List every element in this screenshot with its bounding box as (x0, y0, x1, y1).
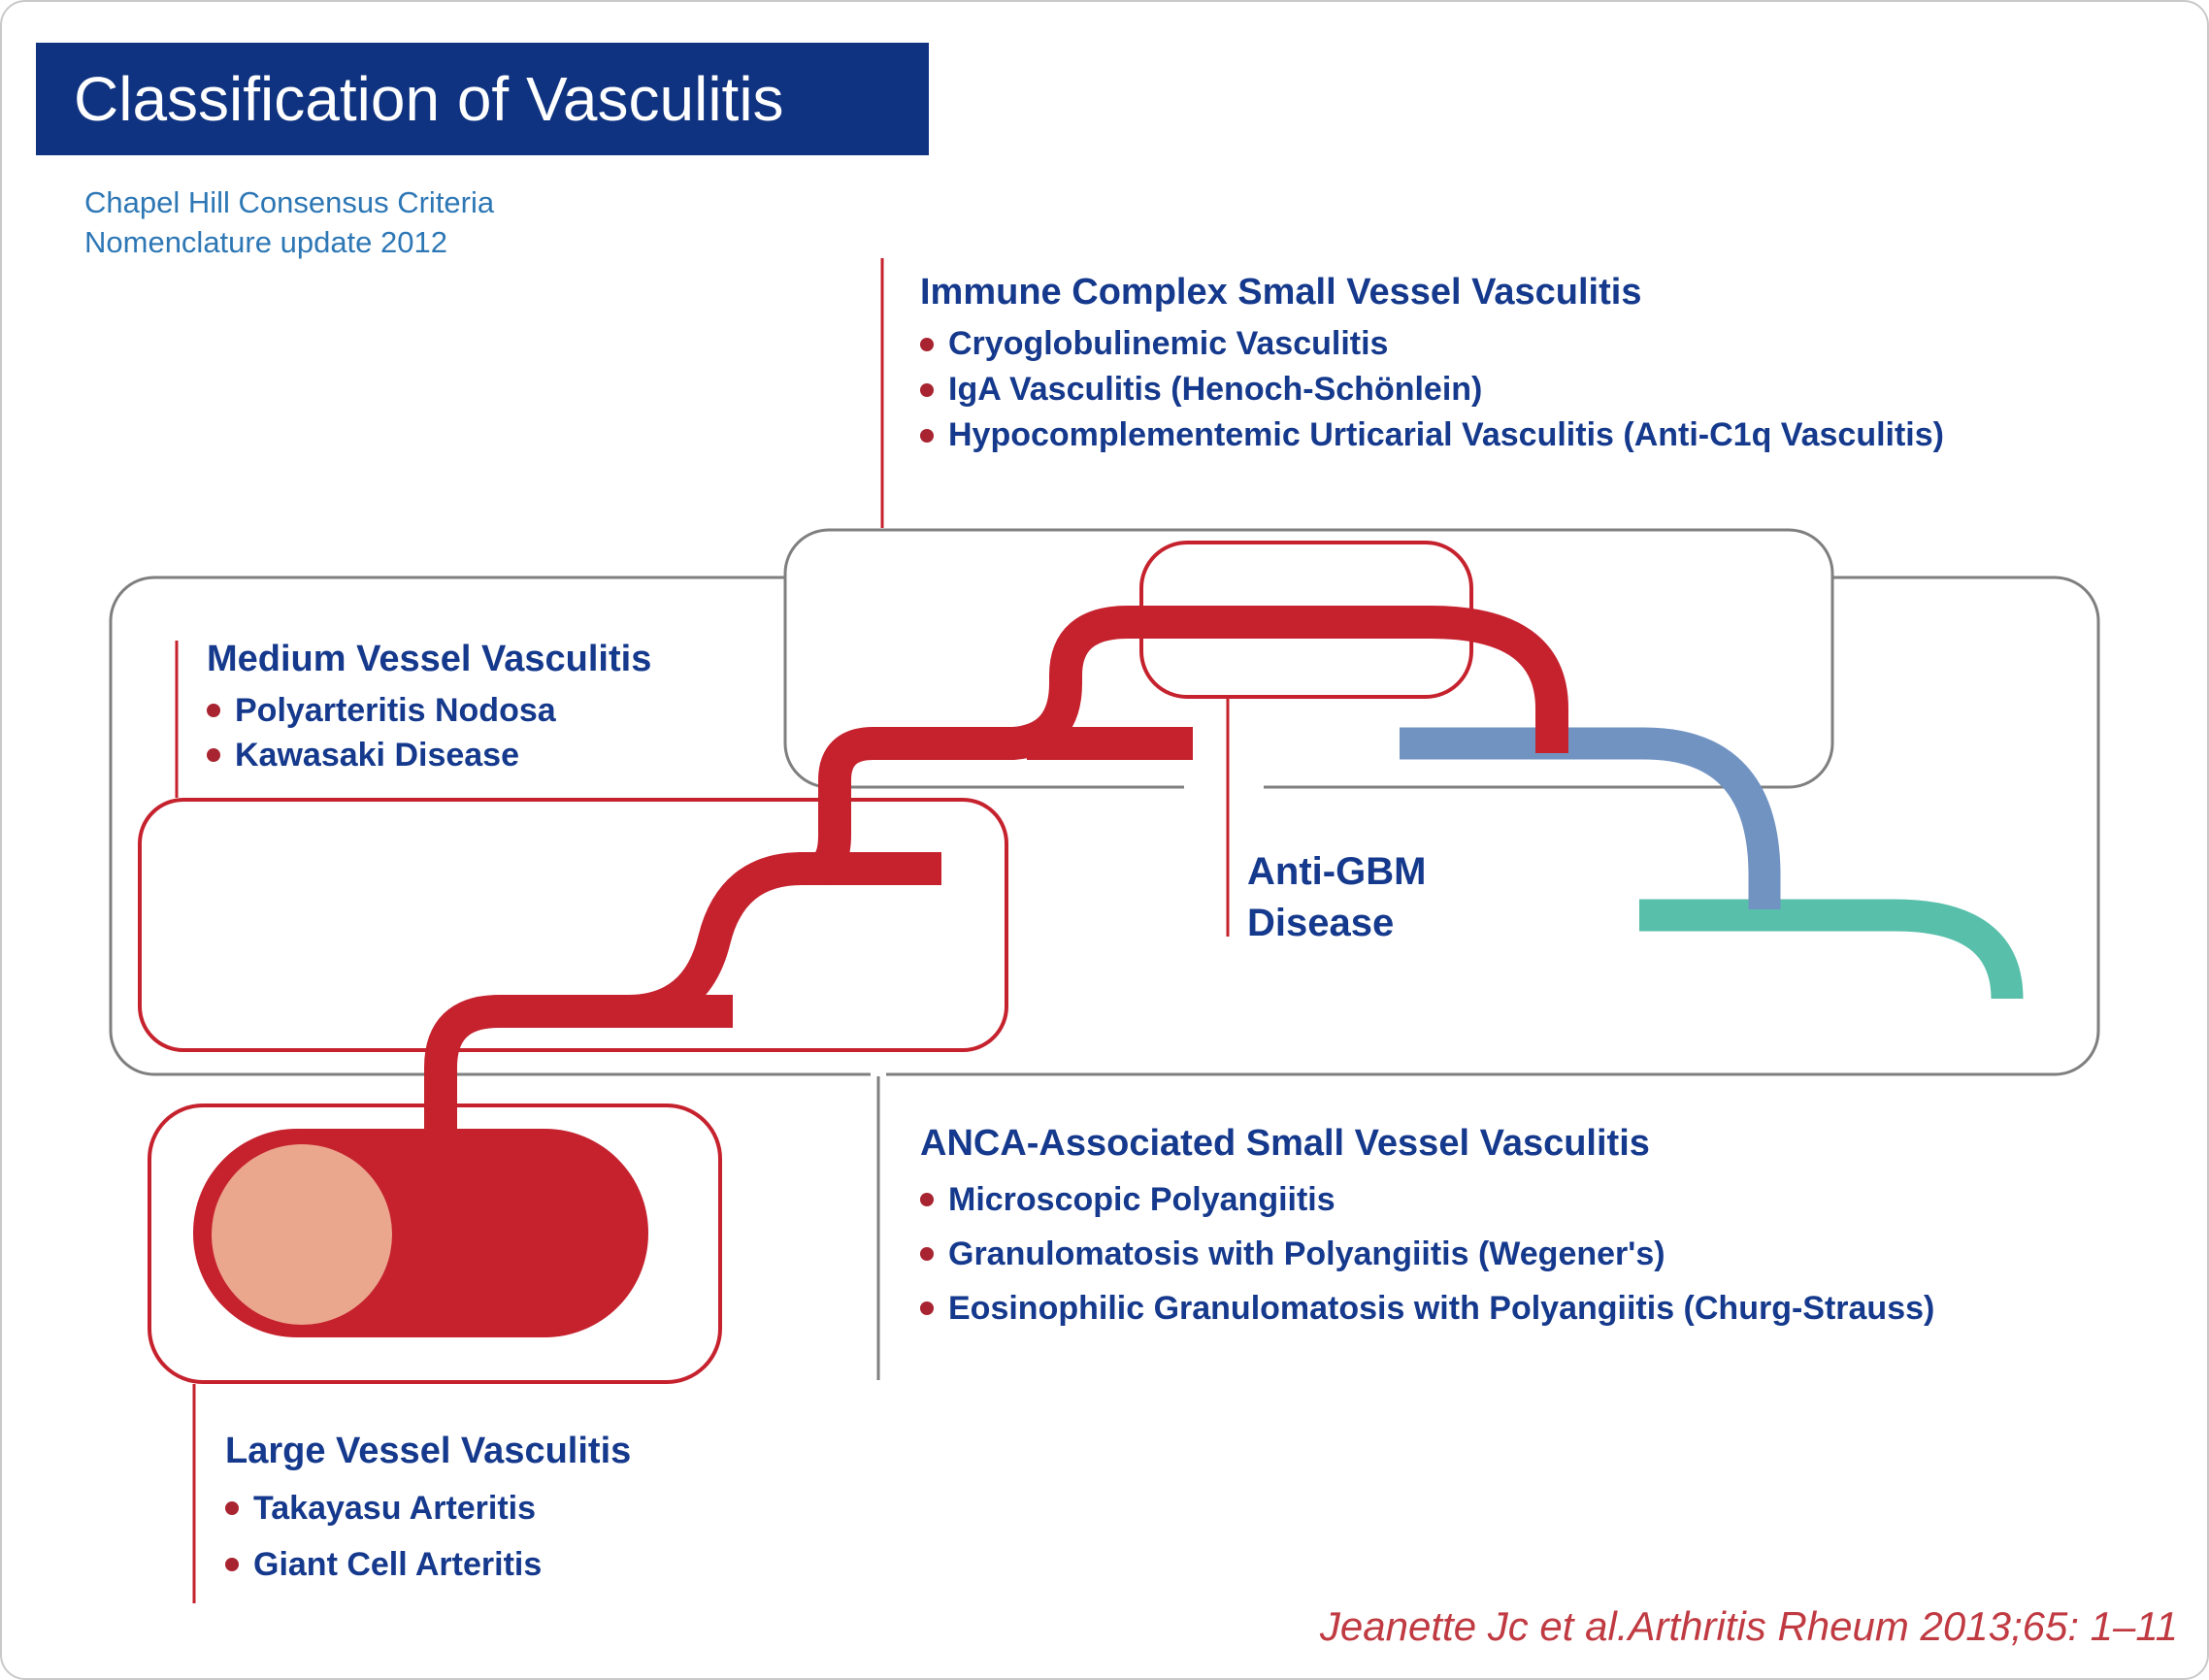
vessel-lumen-circle (212, 1144, 392, 1325)
list-item: Kawasaki Disease (207, 733, 651, 777)
subtitle: Chapel Hill Consensus Criteria Nomenclat… (84, 182, 494, 262)
medium-vessel-heading: Medium Vessel Vasculitis (207, 639, 652, 679)
medium-vessel-region-box (109, 576, 2100, 1076)
title-band: Classification of Vasculitis (36, 43, 929, 155)
small-vessel-region-box (783, 528, 1834, 789)
page-title: Classification of Vasculitis (74, 64, 784, 134)
list-item: Hypocomplementemic Urticarial Vasculitis… (920, 412, 1944, 458)
medium-vessel-capsule-box (138, 798, 1008, 1052)
section-anca: ANCA-Associated Small Vessel Vasculitis … (920, 1123, 1934, 1335)
section-medium-vessel: Medium Vessel Vasculitis Polyarteritis N… (207, 639, 651, 777)
bullet-dot-icon (225, 1501, 239, 1515)
subtitle-line-2: Nomenclature update 2012 (84, 225, 447, 259)
citation: Jeanette Jc et al.Arthritis Rheum 2013;6… (1319, 1603, 2178, 1649)
bullet-dot-icon (207, 704, 220, 717)
list-item: Cryoglobulinemic Vasculitis (920, 321, 1944, 367)
anti-gbm-line-2: Disease (1247, 902, 1395, 944)
anca-heading: ANCA-Associated Small Vessel Vasculitis (920, 1123, 1650, 1164)
vein-blue-vessel (1400, 727, 1781, 909)
bullet-dot-icon (920, 1301, 934, 1315)
list-item-label: IgA Vasculitis (Henoch-Schönlein) (948, 371, 1483, 408)
list-item-label: Cryoglobulinemic Vasculitis (948, 325, 1389, 362)
bullet-dot-icon (225, 1558, 239, 1571)
list-item-label: Eosinophilic Granulomatosis with Polyang… (948, 1289, 1935, 1327)
section-large-vessel: Large Vessel Vasculitis Takayasu Arterit… (225, 1431, 631, 1593)
anti-gbm-line-1: Anti-GBM (1247, 850, 1427, 893)
list-item: Granulomatosis with Polyangiitis (Wegene… (920, 1227, 1934, 1281)
anti-gbm-label: Anti-GBM Disease (1247, 846, 1426, 949)
subtitle-line-1: Chapel Hill Consensus Criteria (84, 185, 495, 219)
list-item: Takayasu Arteritis (225, 1480, 631, 1536)
section-immune-complex: Immune Complex Small Vessel Vasculitis C… (920, 272, 1944, 458)
artery-main-vessel (424, 606, 1568, 1153)
list-item-label: Hypocomplementemic Urticarial Vasculitis… (948, 416, 1944, 453)
list-item: Giant Cell Arteritis (225, 1536, 631, 1593)
immune-complex-heading: Immune Complex Small Vessel Vasculitis (920, 272, 1642, 313)
list-item: Eosinophilic Granulomatosis with Polyang… (920, 1281, 1934, 1335)
list-item-label: Takayasu Arteritis (253, 1489, 537, 1527)
bullet-dot-icon (920, 1193, 934, 1206)
large-vessel-heading: Large Vessel Vasculitis (225, 1431, 632, 1471)
bullet-dot-icon (207, 748, 220, 762)
bullet-dot-icon (920, 1247, 934, 1261)
list-item-label: Kawasaki Disease (235, 736, 519, 774)
list-item: Polyarteritis Nodosa (207, 688, 651, 733)
list-item: IgA Vasculitis (Henoch-Schönlein) (920, 367, 1944, 412)
artery-branch-stubs (582, 727, 1193, 1028)
bullet-dot-icon (920, 337, 934, 351)
capillary-teal-vessel (1639, 899, 2024, 1000)
bullet-dot-icon (920, 382, 934, 397)
list-item-label: Polyarteritis Nodosa (235, 691, 556, 729)
list-item-label: Giant Cell Arteritis (253, 1545, 543, 1583)
list-item: Microscopic Polyangiitis (920, 1172, 1934, 1227)
bullet-dot-icon (920, 428, 934, 443)
list-item-label: Microscopic Polyangiitis (948, 1180, 1335, 1218)
list-item-label: Granulomatosis with Polyangiitis (Wegene… (948, 1235, 1665, 1272)
